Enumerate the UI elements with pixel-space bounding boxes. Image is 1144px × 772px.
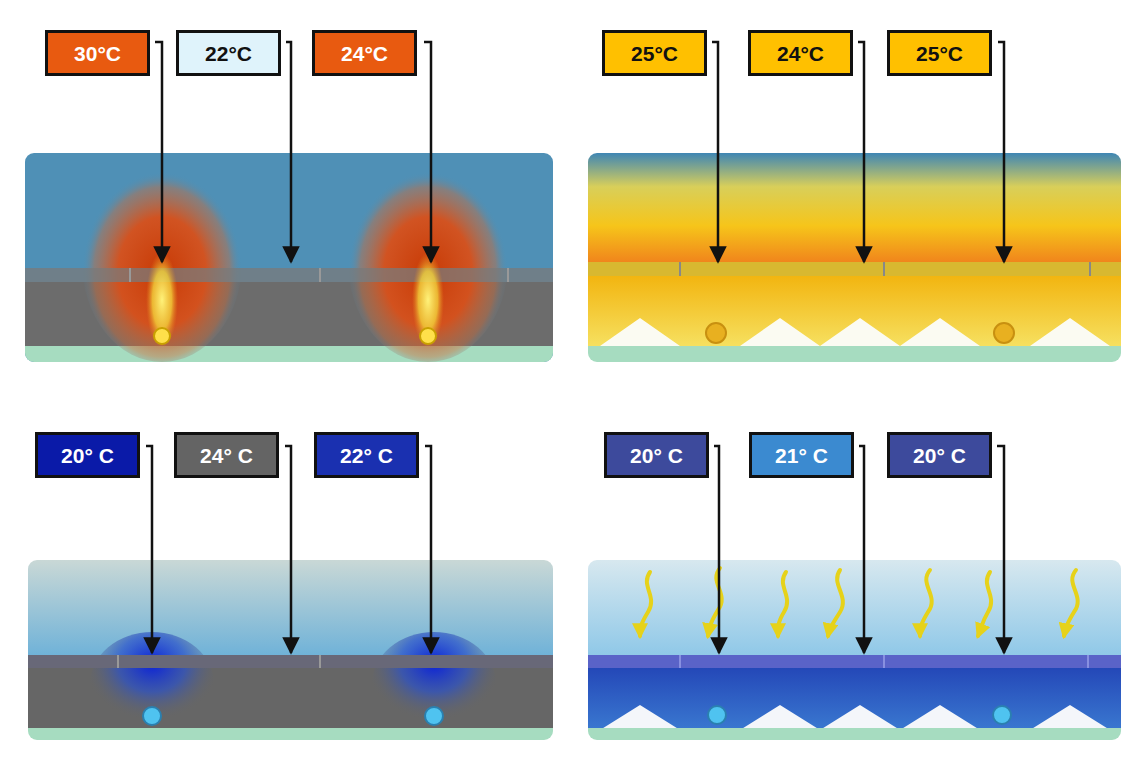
heating-panel-concrete	[25, 153, 553, 362]
heating-panel-lowmass	[588, 153, 1121, 362]
temperature-value: 20° C	[61, 445, 114, 466]
temperature-tag: 24° C	[174, 432, 279, 478]
temperature-tag: 20° C	[887, 432, 992, 478]
cooling-panel-lowmass	[588, 560, 1121, 740]
temperature-tag: 22°C	[176, 30, 281, 76]
temperature-value: 20° C	[630, 445, 683, 466]
temperature-value: 24° C	[200, 445, 253, 466]
temperature-value: 25°C	[916, 43, 963, 64]
temperature-value: 22° C	[340, 445, 393, 466]
temperature-tag: 22° C	[314, 432, 419, 478]
temperature-tag: 30°C	[45, 30, 150, 76]
temperature-value: 30°C	[74, 43, 121, 64]
temperature-tag: 24°C	[748, 30, 853, 76]
temperature-value: 20° C	[913, 445, 966, 466]
temperature-value: 24°C	[777, 43, 824, 64]
temperature-value: 25°C	[631, 43, 678, 64]
temperature-tag: 21° C	[749, 432, 854, 478]
temperature-tag: 20° C	[604, 432, 709, 478]
temperature-tag: 20° C	[35, 432, 140, 478]
leader-lines	[146, 42, 1004, 653]
temperature-value: 22°C	[205, 43, 252, 64]
temperature-value: 21° C	[775, 445, 828, 466]
temperature-tag: 25°C	[887, 30, 992, 76]
temperature-value: 24°C	[341, 43, 388, 64]
temperature-tag: 24°C	[312, 30, 417, 76]
temperature-tag: 25°C	[602, 30, 707, 76]
